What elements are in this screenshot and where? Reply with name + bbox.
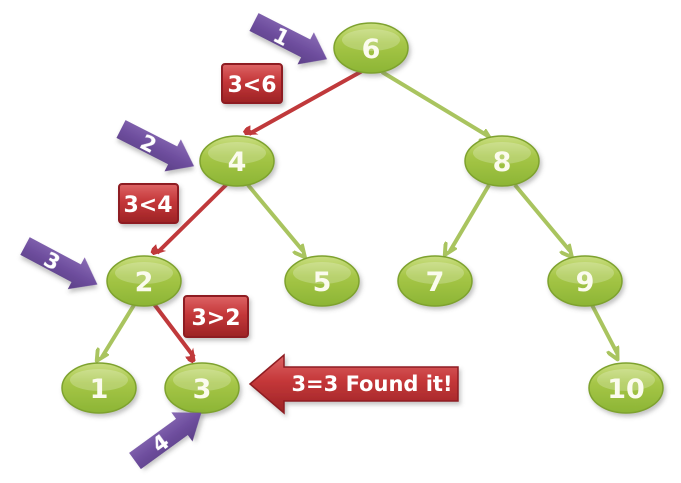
- comparison-badge-label: 3<6: [227, 73, 276, 98]
- edge-9-10: [590, 304, 617, 353]
- tree-node-5: 5: [284, 255, 360, 307]
- comparison-badge-label: 3<4: [123, 193, 172, 218]
- node-value: 9: [576, 267, 595, 298]
- tree-node-7: 7: [397, 255, 473, 307]
- tree-edges: [102, 70, 617, 357]
- node-value: 2: [135, 267, 154, 298]
- step-arrow-2: 2: [116, 120, 195, 172]
- search-edge-6-4: [249, 68, 365, 136]
- step-arrow-shape: [20, 237, 98, 290]
- found-banner: 3=3 Found it!: [248, 353, 459, 415]
- step-arrow-shape: [129, 412, 202, 470]
- tree-node-10: 10: [588, 362, 664, 414]
- comparison-badge-box: [183, 295, 249, 338]
- comparison-badge-box: [221, 63, 283, 104]
- search-edge-4-2: [157, 182, 229, 253]
- node-gloss: [556, 262, 614, 284]
- comparison-badge-label: 3>2: [191, 306, 240, 331]
- node-gloss: [293, 262, 351, 284]
- tree-node-8: 8: [464, 135, 540, 187]
- found-banner-arrow: [248, 353, 459, 415]
- edge-8-7: [450, 183, 491, 251]
- node-value: 3: [193, 374, 212, 405]
- tree-node-3: 3: [164, 362, 240, 414]
- node-gloss: [597, 369, 655, 391]
- edge-8-9: [513, 183, 570, 251]
- node-value: 5: [313, 267, 332, 298]
- node-value: 6: [362, 34, 381, 65]
- comparison-badge-3lt6: 3<6: [221, 63, 283, 104]
- node-gloss: [342, 29, 400, 51]
- edge-2-1: [102, 303, 136, 357]
- step-arrow-shape: [249, 13, 328, 65]
- node-value: 10: [607, 374, 645, 405]
- comparison-badge-3gt2: 3>2: [183, 295, 249, 338]
- step-arrow-3: 3: [20, 237, 98, 290]
- step-arrow-1: 1: [249, 13, 328, 65]
- tree-node-2: 2: [106, 255, 182, 307]
- node-value: 7: [426, 267, 445, 298]
- node-gloss: [473, 142, 531, 164]
- found-banner-label: 3=3 Found it!: [291, 372, 452, 396]
- node-gloss: [208, 142, 266, 164]
- node-gloss: [406, 262, 464, 284]
- search-path-edges: [152, 68, 365, 357]
- node-gloss: [173, 369, 231, 391]
- node-gloss: [115, 262, 173, 284]
- comparison-badge-box: [118, 183, 179, 224]
- edge-4-5: [246, 183, 303, 251]
- tree-node-9: 9: [547, 255, 623, 307]
- node-value: 8: [493, 147, 512, 178]
- tree-node-1: 1: [61, 362, 137, 414]
- node-value: 4: [228, 147, 247, 178]
- tree-node-6: 6: [333, 22, 409, 74]
- search-edge-2-3: [152, 302, 194, 357]
- step-arrow-shape: [116, 120, 195, 172]
- node-value: 1: [90, 374, 109, 405]
- comparison-badge-3lt4: 3<4: [118, 183, 179, 224]
- node-gloss: [70, 369, 128, 391]
- edge-6-8: [380, 70, 488, 136]
- tree-node-4: 4: [199, 135, 275, 187]
- tree-nodes: 6 4 8 2 5 7 9: [61, 22, 664, 414]
